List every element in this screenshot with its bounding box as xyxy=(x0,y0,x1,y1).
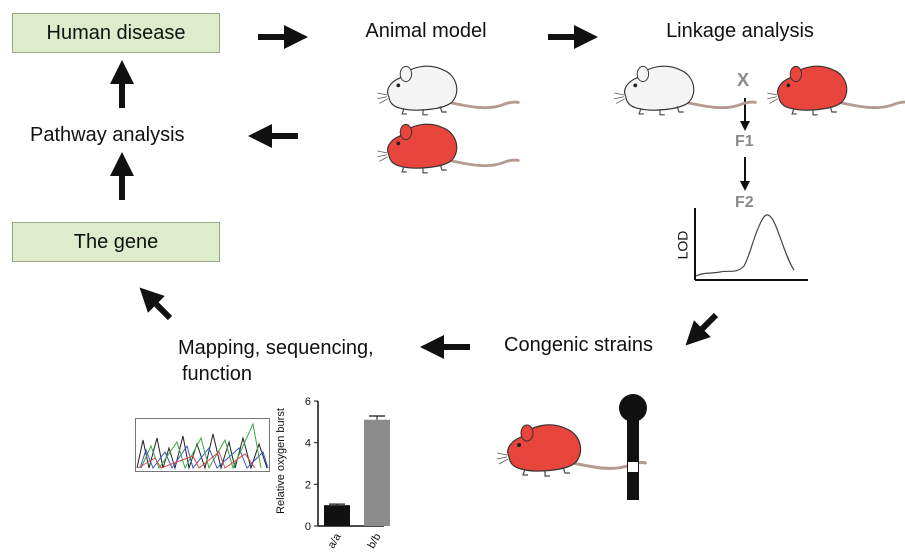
mapping-label-line2: function xyxy=(182,363,253,385)
arrow-mapping-to-gene xyxy=(139,287,173,321)
lod-curve xyxy=(695,214,795,277)
red-rat-linkage xyxy=(765,64,905,117)
chromosome-icon xyxy=(619,394,647,500)
chart-category-label: a/a xyxy=(326,531,344,551)
chart-category-label: b/b xyxy=(366,532,384,551)
animal-model-label: Animal model xyxy=(365,20,487,42)
lod-axis-label: LOD xyxy=(674,230,691,260)
f1-label: F1 xyxy=(735,133,754,150)
pathway-analysis-label: Pathway analysis xyxy=(30,124,185,146)
chart-bar-b-b xyxy=(364,419,390,526)
chart-ytick-label: 4 xyxy=(305,438,311,450)
human-disease-label: Human disease xyxy=(46,21,186,44)
f2-label: F2 xyxy=(735,194,754,211)
sequencing-chromatogram xyxy=(135,418,270,472)
linkage-analysis-label: Linkage analysis xyxy=(666,20,814,42)
the-gene-label: The gene xyxy=(73,230,159,253)
chart-bar-a-a xyxy=(324,505,350,526)
white-rat-linkage xyxy=(612,64,757,117)
chart-ytick-label: 6 xyxy=(305,396,311,408)
lod-plot xyxy=(694,208,808,281)
congenic-strains-label: Congenic strains xyxy=(504,334,653,356)
white-rat-animal-model xyxy=(375,64,520,117)
the-gene-box: The gene xyxy=(12,222,220,262)
chart-ytick-label: 0 xyxy=(305,521,311,533)
arrow-lod-to-congenic xyxy=(685,312,719,346)
mapping-label-line1: Mapping, sequencing, xyxy=(178,337,374,359)
chart-ylabel: Relative oxygen burst xyxy=(275,408,287,514)
chart-ytick-label: 2 xyxy=(305,479,311,491)
oxygen-burst-bar-chart: Relative oxygen burst 0 2 4 6 a/a b/b xyxy=(275,396,390,551)
red-rat-animal-model xyxy=(375,122,520,175)
cross-symbol: X xyxy=(737,70,750,90)
human-disease-box: Human disease xyxy=(12,13,220,53)
